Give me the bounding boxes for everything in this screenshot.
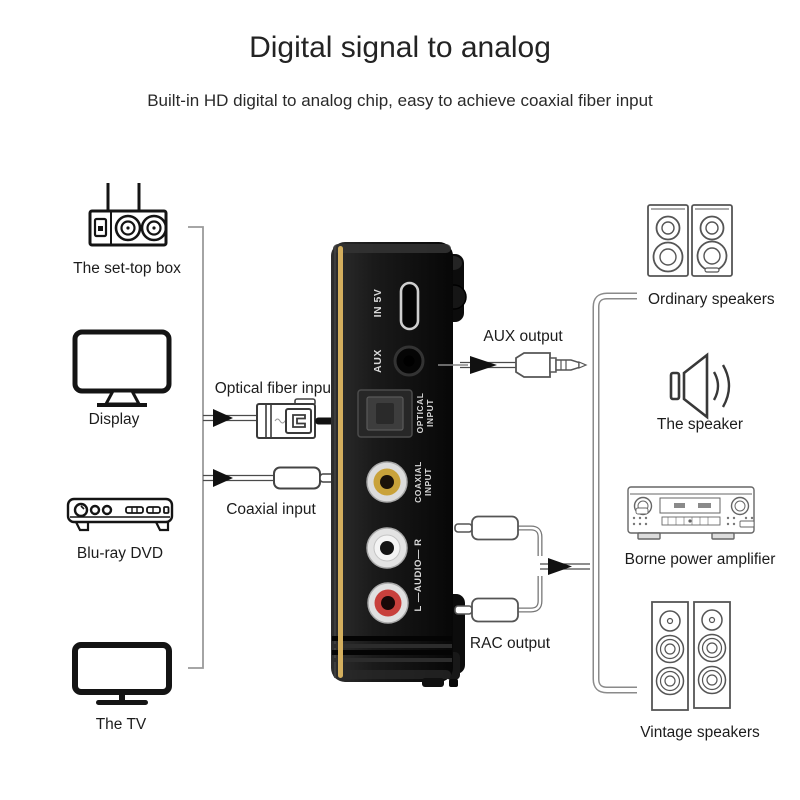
optical-input-label: Optical fiber input	[215, 380, 336, 397]
tv-icon	[72, 642, 172, 705]
set-top-box-icon	[88, 183, 168, 247]
coaxial-input-label: Coaxial input	[226, 501, 316, 518]
coaxial-cable-icon	[203, 466, 338, 490]
usb-c-port	[399, 281, 420, 331]
display-icon	[72, 329, 172, 407]
bluray-dvd-label: Blu-ray DVD	[77, 545, 163, 562]
port-label-audio-lr: L —AUDIO— R	[413, 539, 424, 612]
source-bracket-line	[188, 226, 204, 669]
page-subtitle: Built-in HD digital to analog chip, easy…	[147, 91, 653, 110]
amplifier-icon	[627, 486, 755, 540]
speaker-cable	[592, 292, 637, 694]
dac-converter-device: IN 5V AUX OPTICAL INPUT COAXIAL INPUT L …	[331, 242, 467, 687]
amplifier-label: Borne power amplifier	[625, 551, 776, 568]
rca-output-arrow	[548, 558, 572, 575]
page-title: Digital signal to analog	[249, 31, 551, 64]
aux-plug-icon	[438, 352, 588, 378]
port-label-coaxial-2: INPUT	[423, 468, 433, 496]
bluray-dvd-icon	[66, 497, 174, 532]
port-label-in5v: IN 5V	[372, 289, 384, 318]
aux-output-label: AUX output	[483, 328, 563, 345]
loudspeaker-icon	[669, 352, 731, 420]
set-top-box-label: The set-top box	[73, 260, 181, 277]
ordinary-speakers-icon	[647, 204, 733, 277]
port-label-coaxial-1: COAXIAL	[413, 461, 423, 503]
port-label-aux: AUX	[372, 349, 384, 373]
aux-arrow	[470, 356, 497, 374]
rca-output-cables-icon	[454, 515, 590, 623]
display-label: Display	[89, 411, 140, 428]
vintage-speakers-label: Vintage speakers	[640, 724, 760, 741]
gold-stripe	[338, 246, 343, 678]
ordinary-speakers-label: Ordinary speakers	[648, 291, 775, 308]
coaxial-arrow	[213, 469, 233, 487]
optical-cable-icon	[203, 398, 336, 439]
rca-output-label: RAC output	[470, 635, 551, 652]
port-label-optical-2: INPUT	[425, 399, 435, 427]
the-speaker-label: The speaker	[657, 416, 743, 433]
port-label-optical-1: OPTICAL	[415, 393, 425, 434]
vintage-speakers-icon	[651, 601, 731, 711]
tv-label: The TV	[96, 716, 147, 733]
optical-arrow	[213, 409, 233, 427]
